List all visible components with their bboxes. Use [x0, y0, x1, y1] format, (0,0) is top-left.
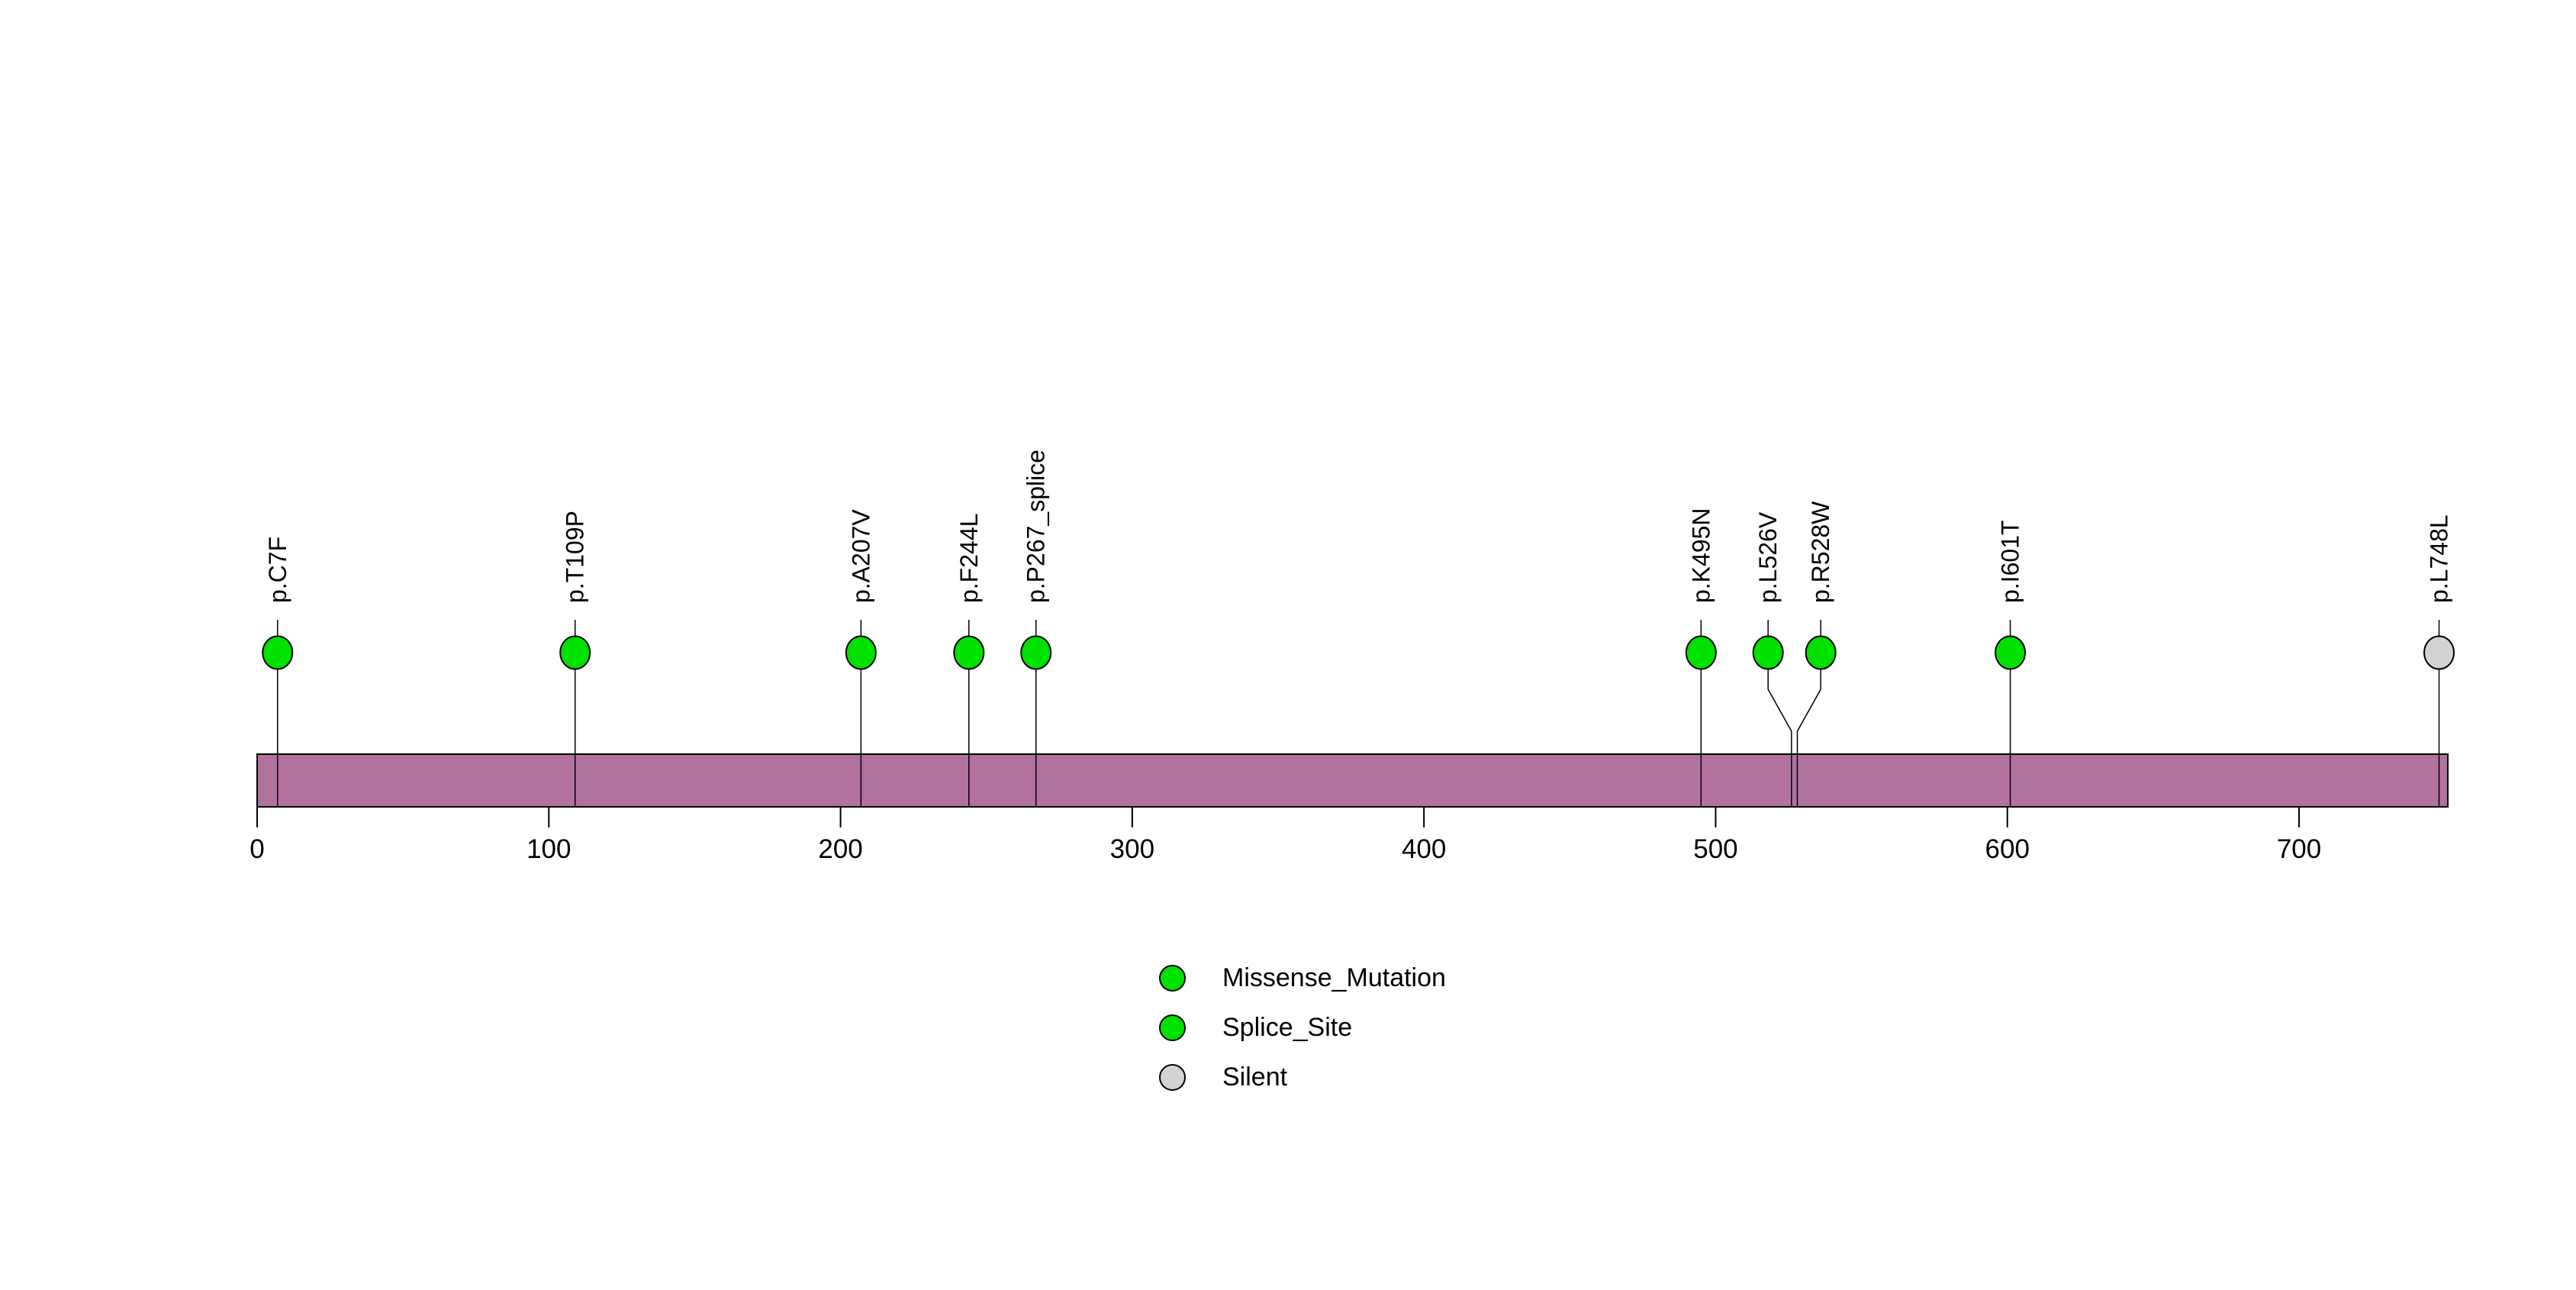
legend-swatch-silent — [1159, 1064, 1186, 1091]
lollipop-circle — [1995, 635, 2027, 670]
axis-tick-label: 500 — [1693, 834, 1737, 864]
mutation-label: p.L748L — [2426, 514, 2453, 603]
lollipop-p.T109P: p.T109P — [559, 511, 591, 806]
lollipop-p.A207V: p.A207V — [845, 509, 877, 806]
legend-item-silent: Silent — [1159, 1053, 1446, 1102]
lollipop-p.R528W: p.R528W — [1796, 501, 1837, 806]
lollipop-circle — [2423, 635, 2455, 670]
legend-label: Splice_Site — [1222, 1013, 1353, 1042]
lollipop-stick-bent — [1796, 653, 1821, 806]
axis-tick-label: 0 — [250, 834, 264, 864]
lollipop-p.F244L: p.F244L — [953, 514, 985, 806]
lollipop-circle — [845, 635, 877, 670]
legend-swatch-missense-mutation — [1159, 965, 1186, 992]
lollipop-p.P267_splice: p.P267_splice — [1020, 450, 1052, 806]
legend-swatch-splice-site — [1159, 1014, 1186, 1041]
axis-tick-label: 300 — [1110, 834, 1154, 864]
mutation-label: p.T109P — [562, 511, 589, 603]
protein-backbone-bar — [256, 753, 2449, 808]
legend-label: Missense_Mutation — [1222, 963, 1446, 992]
lollipop-circle — [1805, 635, 1837, 670]
lollipop-circle — [262, 635, 294, 670]
axis-tick-label: 700 — [2277, 834, 2321, 864]
lollipop-p.K495N: p.K495N — [1685, 508, 1717, 806]
legend-label: Silent — [1222, 1063, 1288, 1092]
legend: Missense_Mutation Splice_Site Silent — [1159, 953, 1446, 1102]
lollipop-p.L526V: p.L526V — [1752, 511, 1792, 806]
axis-tick-label: 200 — [818, 834, 862, 864]
lollipop-p.I601T: p.I601T — [1995, 520, 2027, 806]
lollipop-circle — [1685, 635, 1717, 670]
lollipop-p.C7F: p.C7F — [262, 537, 294, 806]
legend-item-splice-site: Splice_Site — [1159, 1003, 1446, 1053]
axis-tick-label: 400 — [1402, 834, 1446, 864]
mutation-label: p.A207V — [847, 509, 874, 603]
lollipop-circle — [559, 635, 591, 670]
lollipop-circle — [1752, 635, 1784, 670]
lollipop-circle — [953, 635, 985, 670]
mutation-label: p.R528W — [1807, 501, 1834, 603]
mutation-label: p.F244L — [955, 514, 983, 603]
axis-tick-label: 100 — [526, 834, 571, 864]
mutation-label: p.I601T — [1997, 520, 2024, 603]
lollipop-p.L748L: p.L748L — [2423, 514, 2455, 806]
lollipop-stick-bent — [1767, 653, 1792, 806]
mutation-label: p.L526V — [1754, 511, 1782, 603]
lollipop-circle — [1020, 635, 1052, 670]
axis-tick-label: 600 — [1985, 834, 2030, 864]
mutation-label: p.C7F — [264, 537, 291, 603]
mutation-label: p.P267_splice — [1022, 450, 1050, 603]
mutation-label: p.K495N — [1687, 508, 1715, 603]
legend-item-missense-mutation: Missense_Mutation — [1159, 953, 1446, 1003]
